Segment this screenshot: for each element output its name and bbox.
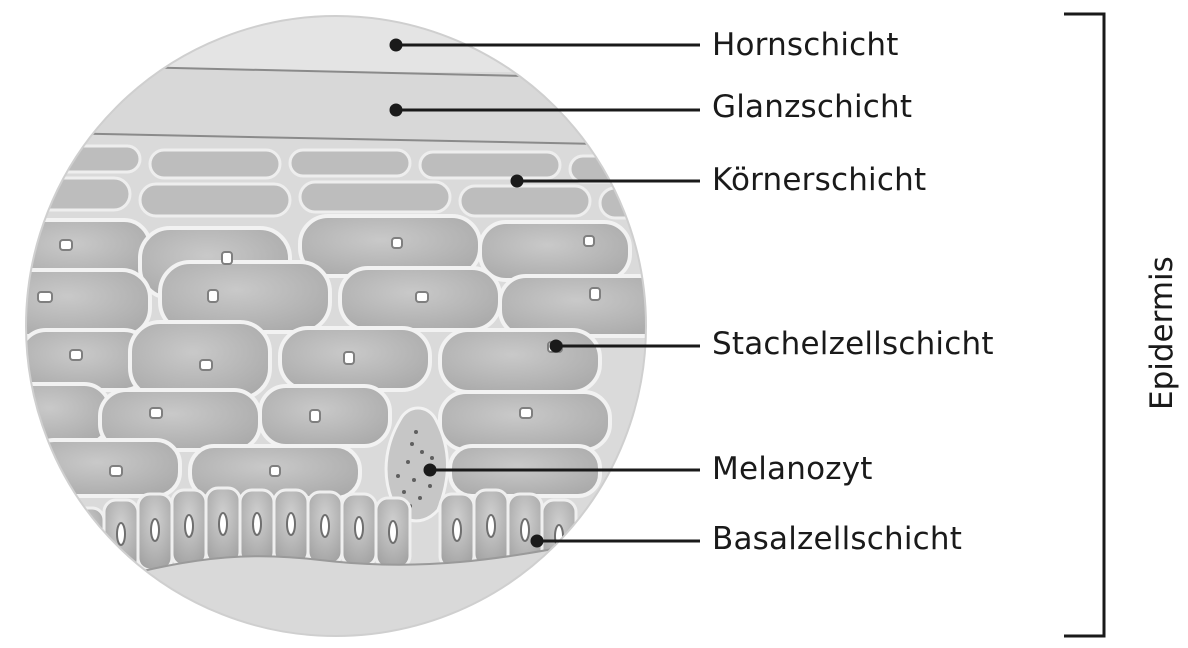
tissue-view: [0, 0, 700, 648]
stachelzellschicht-layer: [0, 216, 670, 498]
label-basalzellschicht: Basalzellschicht: [712, 524, 962, 555]
label-stachelzellschicht: Stachelzellschicht: [712, 329, 994, 360]
epidermis-bracket: [1064, 14, 1104, 636]
label-melanozyt: Melanozyt: [712, 454, 873, 485]
label-epidermis: Epidermis: [1144, 256, 1180, 410]
label-hornschicht: Hornschicht: [712, 30, 899, 61]
hornschicht-layer: [0, 0, 700, 72]
label-glanzschicht: Glanzschicht: [712, 92, 912, 123]
label-koernerschicht: Körnerschicht: [712, 165, 926, 196]
